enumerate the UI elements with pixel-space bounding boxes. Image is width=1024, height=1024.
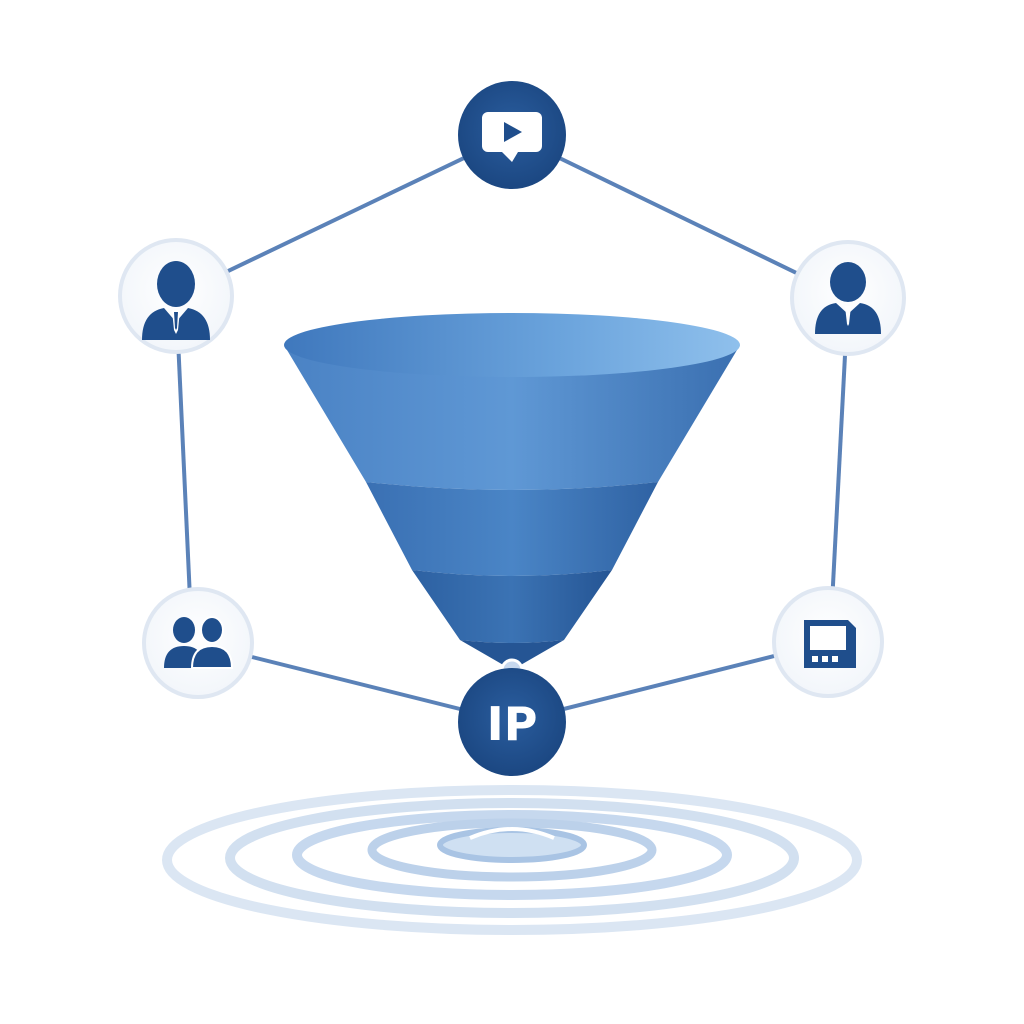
funnel-tip [460,640,564,670]
group-icon [164,616,234,669]
funnel-layer-top [284,345,740,490]
funnel [284,313,740,682]
line-video-businessman [175,133,513,298]
funnel-layer-middle [366,482,658,576]
businessman-icon [142,261,210,340]
funnel-layer-lower [412,570,612,643]
funnel-rim [284,313,740,377]
businessman-node [118,238,234,354]
device-icon [804,620,856,668]
video-chat-node [458,81,566,189]
user-icon [815,262,881,334]
ip-node: IP [458,668,566,776]
device-node [772,586,884,698]
user-node [790,240,906,356]
line-video-user [511,133,849,300]
ip-label: IP [487,697,538,751]
group-node [142,587,254,699]
video-chat-icon [482,112,542,162]
ripple-rings [162,785,862,935]
